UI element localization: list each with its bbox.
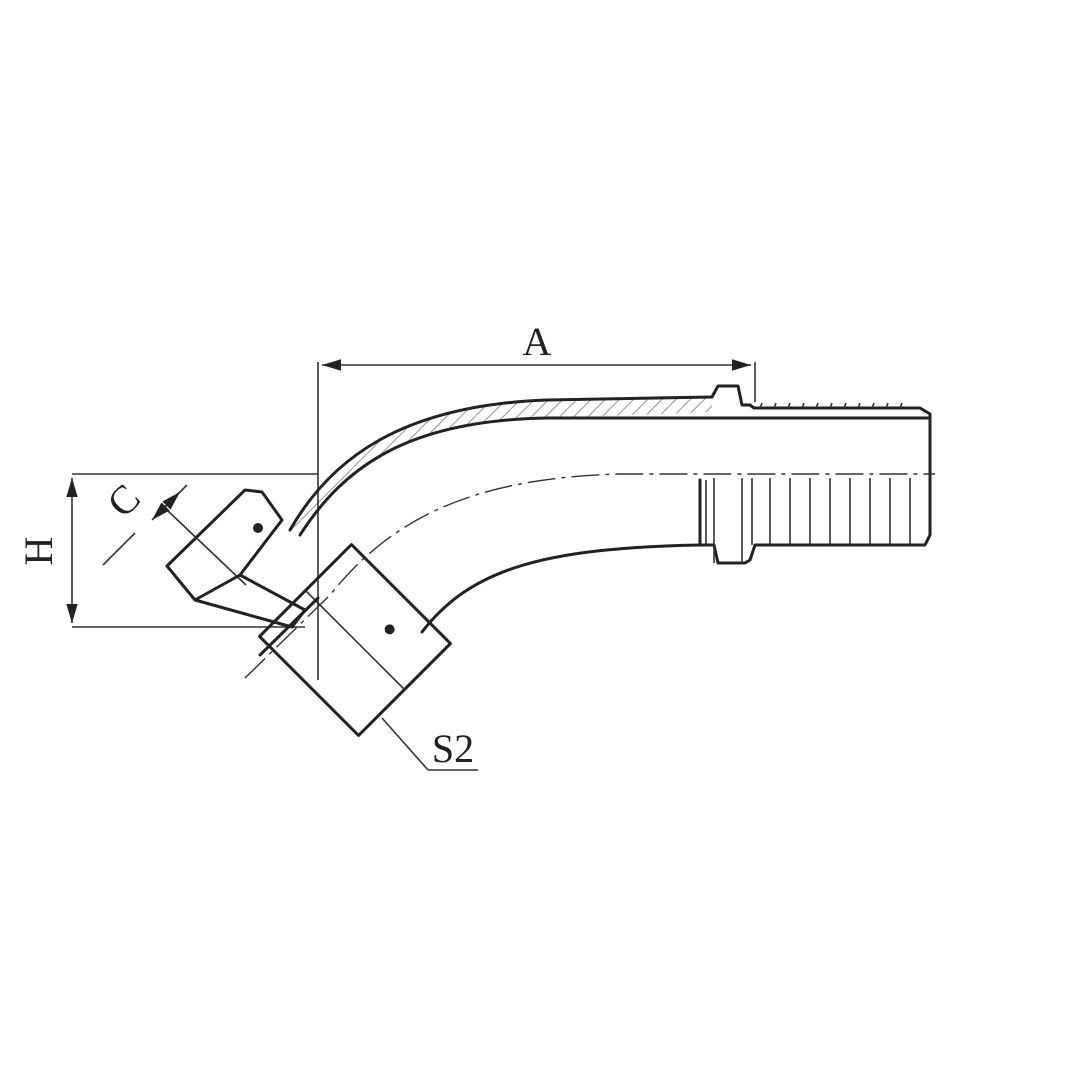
- elbow-body: [244, 397, 935, 679]
- hose-tail: [546, 384, 932, 565]
- callout-s2: S2: [381, 717, 478, 771]
- dimension-h-label: H: [16, 537, 61, 566]
- o-ring-dot: [253, 523, 263, 533]
- dimension-a: A: [317, 319, 756, 680]
- nut-pin-dot: [384, 624, 395, 635]
- dimension-c: C: [98, 475, 247, 586]
- dimension-c-label: C: [98, 475, 149, 526]
- callout-s2-label: S2: [432, 726, 474, 771]
- swivel-nut: [258, 543, 452, 737]
- sealing-cone-section: [165, 488, 320, 657]
- tail-ribs: [705, 478, 911, 563]
- dimension-h: H: [16, 473, 318, 628]
- dimension-a-label: A: [523, 319, 552, 364]
